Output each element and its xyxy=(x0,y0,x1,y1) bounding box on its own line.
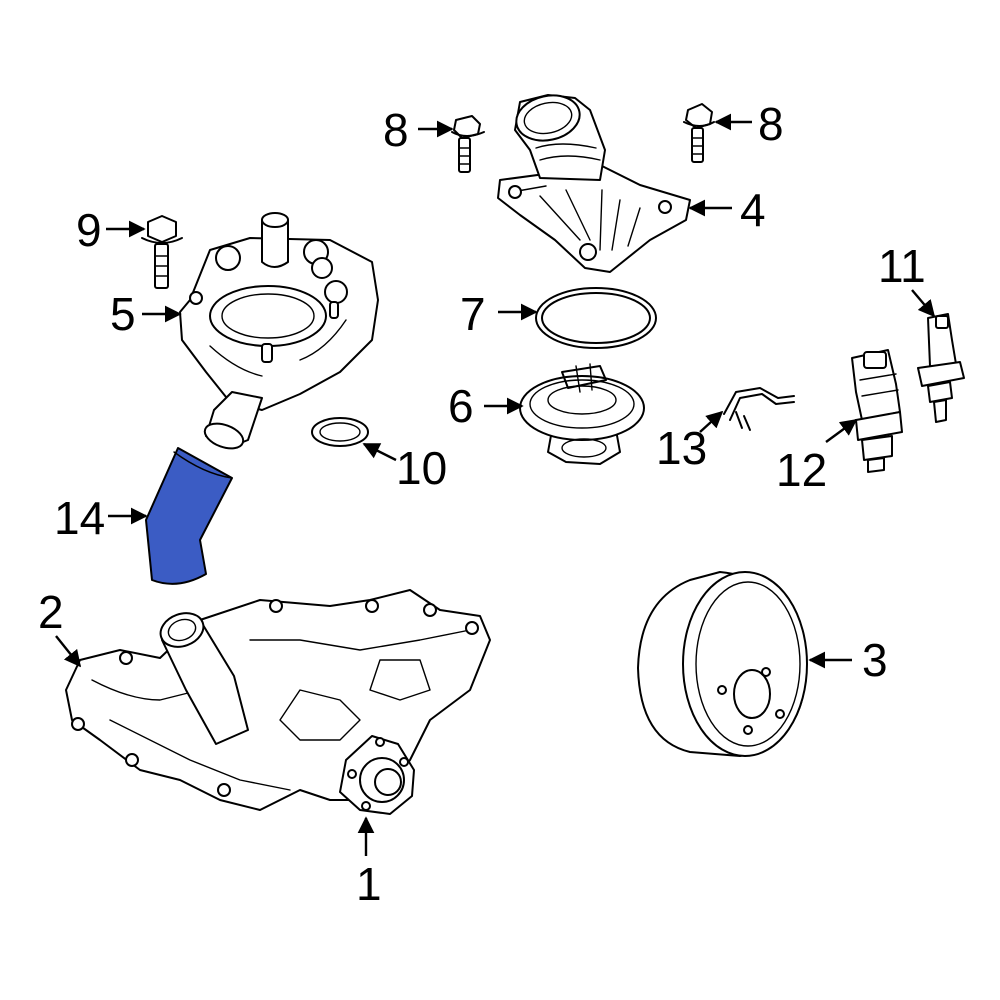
o-ring-seal-part-7[interactable] xyxy=(535,287,657,349)
callout-label-6: 6 xyxy=(448,380,474,432)
callout-13: 13 xyxy=(656,410,724,474)
water-pump-part-1[interactable] xyxy=(339,735,415,815)
callout-9: 9 xyxy=(76,204,146,256)
bolt-part-8-left[interactable] xyxy=(451,115,485,173)
bolt-part-8-right[interactable] xyxy=(683,103,715,163)
gasket-part-10[interactable] xyxy=(311,417,369,447)
callout-label-5: 5 xyxy=(110,288,136,340)
callout-label-10: 10 xyxy=(396,442,447,494)
callout-label-4: 4 xyxy=(740,184,766,236)
callout-5: 5 xyxy=(110,288,182,340)
callout-8-left: 8 xyxy=(383,104,454,156)
callout-label-11: 11 xyxy=(878,240,926,292)
callout-11: 11 xyxy=(878,240,936,318)
callout-2: 2 xyxy=(38,586,82,668)
leader-arrow xyxy=(55,635,82,668)
callout-1: 1 xyxy=(356,816,382,910)
water-pump-housing-part-2[interactable] xyxy=(65,589,491,811)
bolt-part-9[interactable] xyxy=(141,215,183,289)
callout-14: 14 xyxy=(54,492,148,544)
callout-label-1: 1 xyxy=(356,858,382,910)
leader-arrow xyxy=(825,419,858,443)
callout-label-3: 3 xyxy=(862,634,888,686)
sensor-part-12[interactable] xyxy=(851,349,903,473)
callout-label-2: 2 xyxy=(38,586,64,638)
hose-body xyxy=(145,447,233,585)
callout-12: 12 xyxy=(776,419,858,496)
thermostat-part-6[interactable] xyxy=(519,363,645,465)
leader-arrow xyxy=(911,289,936,318)
callout-4: 4 xyxy=(688,184,766,236)
callout-label-7: 7 xyxy=(460,288,486,340)
callout-label-9: 9 xyxy=(76,204,102,256)
thermostat-housing-part-4[interactable] xyxy=(497,90,691,273)
callout-label-13: 13 xyxy=(656,422,707,474)
pulley-part-3[interactable] xyxy=(637,571,808,757)
retaining-clip-part-13[interactable] xyxy=(723,387,795,431)
callout-3: 3 xyxy=(808,634,888,686)
callout-7: 7 xyxy=(460,288,538,340)
callout-6: 6 xyxy=(448,380,524,432)
callout-8-right: 8 xyxy=(714,98,784,150)
callout-label-12: 12 xyxy=(776,444,827,496)
leader-arrow xyxy=(362,442,397,462)
callout-10: 10 xyxy=(362,442,447,494)
callout-label-14: 14 xyxy=(54,492,105,544)
callout-label-8-right: 8 xyxy=(758,98,784,150)
callout-label-8-left: 8 xyxy=(383,104,409,156)
leader-arrow xyxy=(699,410,724,433)
water-outlet-housing-part-5[interactable] xyxy=(179,212,379,453)
temperature-sensor-part-11[interactable] xyxy=(917,313,965,423)
coolant-hose-part-14[interactable] xyxy=(145,447,233,585)
